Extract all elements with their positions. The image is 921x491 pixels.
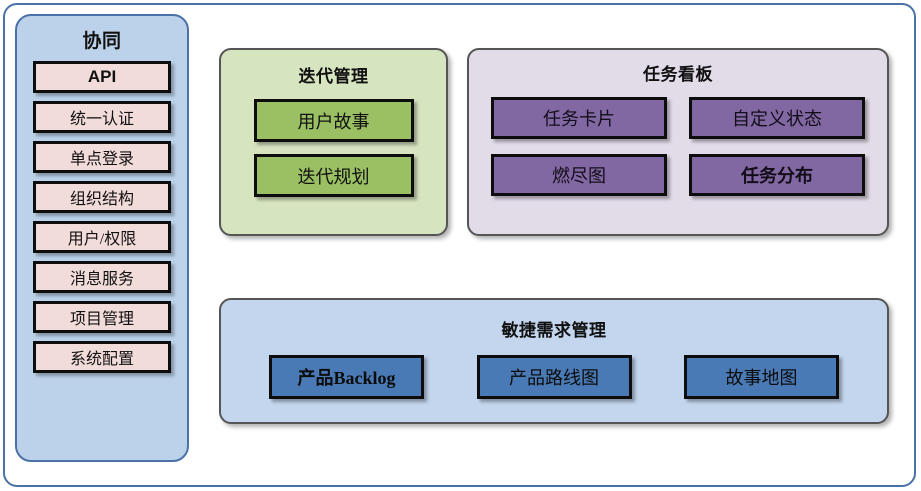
sidebar-item-user-permissions[interactable]: 用户/权限: [33, 221, 171, 253]
iteration-item-sprint-planning[interactable]: 迭代规划: [253, 154, 414, 197]
sidebar-item-single-sign-on[interactable]: 单点登录: [33, 141, 171, 173]
agile-item-product-roadmap[interactable]: 产品路线图: [476, 355, 632, 399]
sidebar-item-unified-auth[interactable]: 统一认证: [33, 101, 171, 133]
iteration-item-user-story[interactable]: 用户故事: [253, 99, 414, 142]
sidebar-item-system-config[interactable]: 系统配置: [33, 341, 171, 373]
agile-requirements-panel[interactable]: 敏捷需求管理 产品Backlog 产品路线图 故事地图: [219, 298, 889, 424]
sidebar-item-list: API 统一认证 单点登录 组织结构 用户/权限 消息服务 项目管理 系统配置: [17, 61, 187, 373]
task-board-item-task-card[interactable]: 任务卡片: [491, 97, 667, 139]
sidebar-item-project-management[interactable]: 项目管理: [33, 301, 171, 333]
task-board-grid: 任务卡片 自定义状态 燃尽图 任务分布: [469, 97, 887, 196]
sidebar-item-message-service[interactable]: 消息服务: [33, 261, 171, 293]
iteration-management-panel[interactable]: 迭代管理 用户故事 迭代规划: [219, 48, 448, 236]
iteration-management-title: 迭代管理: [298, 67, 369, 86]
task-board-item-burndown-chart[interactable]: 燃尽图: [491, 154, 667, 196]
agile-item-row: 产品Backlog 产品路线图 故事地图: [221, 355, 887, 399]
task-board-item-task-distribution[interactable]: 任务分布: [689, 154, 865, 196]
task-board-title: 任务看板: [643, 65, 713, 84]
sidebar-title: 协同: [82, 31, 122, 52]
agile-item-product-backlog[interactable]: 产品Backlog: [269, 355, 424, 399]
task-board-panel[interactable]: 任务看板 任务卡片 自定义状态 燃尽图 任务分布: [467, 48, 889, 236]
agile-requirements-title: 敏捷需求管理: [501, 321, 607, 340]
task-board-item-custom-status[interactable]: 自定义状态: [689, 97, 865, 139]
sidebar-item-org-structure[interactable]: 组织结构: [33, 181, 171, 213]
sidebar-panel-collaboration[interactable]: 协同 API 统一认证 单点登录 组织结构 用户/权限 消息服务 项目管理 系统…: [15, 14, 189, 462]
sidebar-item-api[interactable]: API: [33, 61, 171, 93]
agile-item-story-map[interactable]: 故事地图: [684, 355, 839, 399]
